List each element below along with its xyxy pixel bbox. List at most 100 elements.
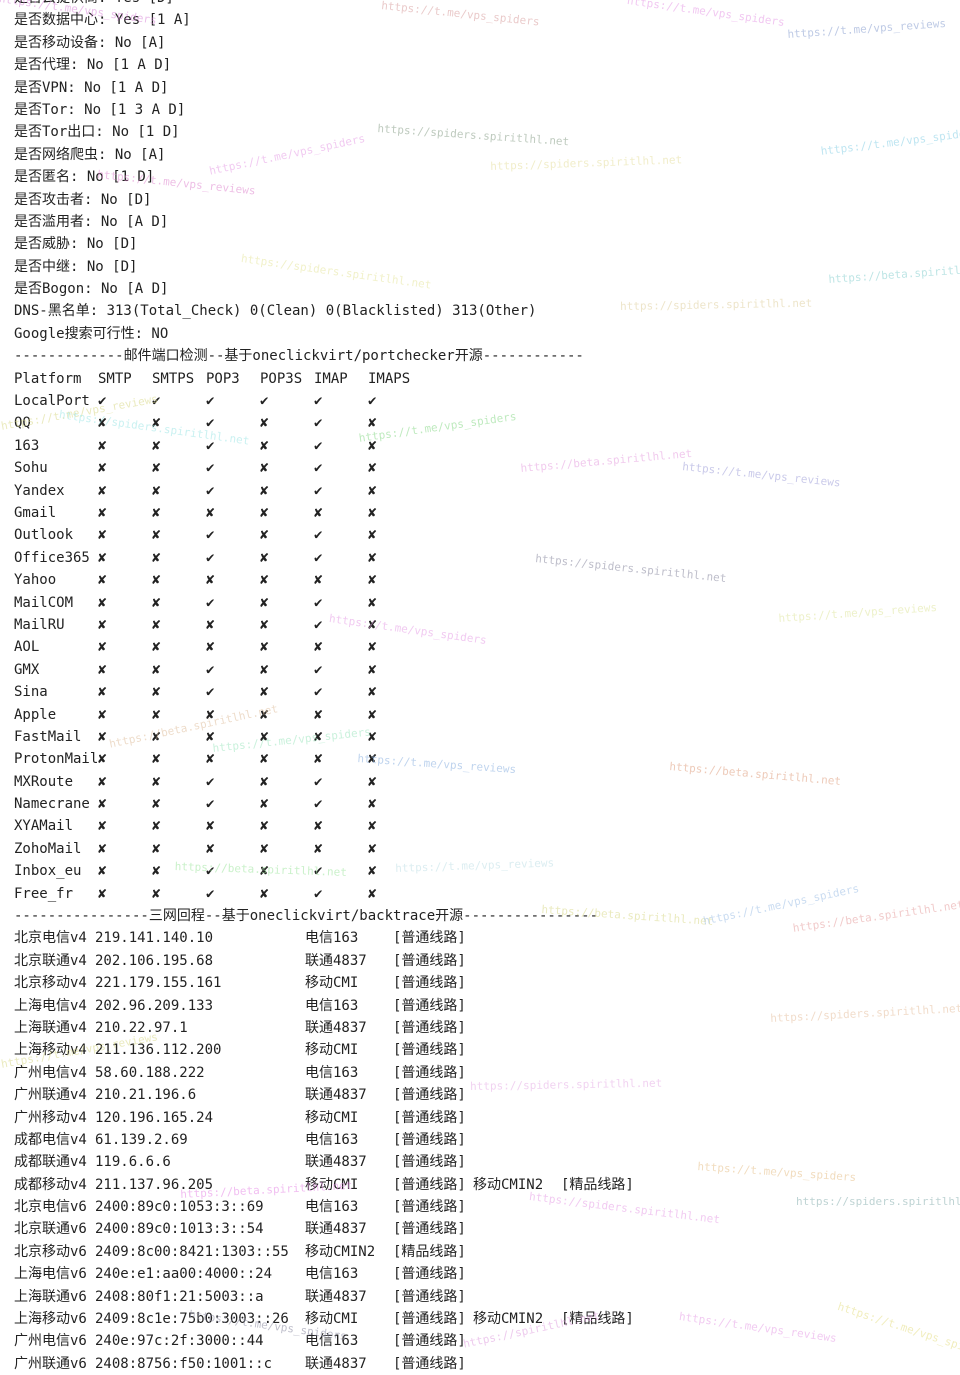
cross-icon: ✘ (206, 840, 215, 857)
backtrace-ip: 2400:89c0:1013:3::54 (95, 1221, 264, 1238)
backtrace-ip: 2408:8756:f50:1001::c (95, 1355, 273, 1372)
mail-table-row: Sohu✘✘✔✘✔✘ (14, 457, 954, 479)
backtrace-isp: 联通4837 (305, 1221, 367, 1238)
cross-icon: ✘ (260, 885, 269, 902)
backtrace-isp-secondary: 移动CMIN2 (473, 1311, 544, 1328)
backtrace-isp: 移动CMI (305, 1176, 359, 1193)
backtrace-place: 上海移动v4 (14, 1042, 87, 1059)
backtrace-place: 上海电信v6 (14, 1266, 87, 1283)
cross-icon: ✘ (368, 863, 377, 880)
cross-icon: ✘ (206, 572, 215, 589)
backtrace-place: 北京联通v4 (14, 952, 87, 969)
mail-table-row: Sina✘✘✔✘✔✘ (14, 681, 954, 703)
cross-icon: ✘ (260, 773, 269, 790)
backtrace-ip: 210.21.196.6 (95, 1087, 197, 1104)
check-icon: ✔ (206, 684, 215, 701)
cross-icon: ✘ (260, 818, 269, 835)
cross-icon: ✘ (206, 616, 215, 633)
cross-icon: ✘ (98, 482, 107, 499)
mail-platform-name: Free_fr (14, 885, 74, 902)
cross-icon: ✘ (314, 706, 323, 723)
backtrace-ip: 2409:8c00:8421:1303::55 (95, 1243, 289, 1260)
mail-platform-name: MailCOM (14, 594, 74, 611)
cross-icon: ✘ (368, 415, 377, 432)
cross-icon: ✘ (368, 773, 377, 790)
cross-icon: ✘ (368, 706, 377, 723)
cross-icon: ✘ (206, 728, 215, 745)
info-line: 是否攻击者: No [D] (14, 191, 152, 208)
cross-icon: ✘ (98, 549, 107, 566)
cross-icon: ✘ (368, 504, 377, 521)
cross-icon: ✘ (368, 549, 377, 566)
backtrace-place: 成都联通v4 (14, 1154, 87, 1171)
mail-platform-name: GMX (14, 661, 40, 678)
backtrace-isp: 联通4837 (305, 952, 367, 969)
check-icon: ✔ (152, 393, 161, 410)
cross-icon: ✘ (260, 684, 269, 701)
cross-icon: ✘ (152, 460, 161, 477)
mail-table-row: AOL✘✘✘✘✘✘ (14, 636, 954, 658)
cross-icon: ✘ (368, 594, 377, 611)
info-line: 是否滥用者: No [A D] (14, 213, 169, 230)
cross-icon: ✘ (260, 728, 269, 745)
ip-info-block: 是否云提供商: Yes [D]是否数据中心: Yes [1 A]是否移动设备: … (14, 0, 954, 345)
backtrace-ip: 61.139.2.69 (95, 1131, 188, 1148)
info-line: 是否云提供商: Yes [D] (14, 0, 954, 9)
mail-table-row: 163✘✘✔✘✔✘ (14, 435, 954, 457)
backtrace-place: 上海移动v6 (14, 1311, 87, 1328)
backtrace-isp: 联通4837 (305, 1087, 367, 1104)
cross-icon: ✘ (260, 863, 269, 880)
backtrace-place: 广州联通v4 (14, 1087, 87, 1104)
backtrace-isp: 电信163 (305, 1333, 359, 1350)
cross-icon: ✘ (98, 840, 107, 857)
mail-platform-name: AOL (14, 639, 40, 656)
backtrace-route: [普通线路] (393, 1019, 466, 1036)
mail-platform-name: QQ (14, 415, 31, 432)
backtrace-route: [普通线路] (393, 1064, 466, 1081)
check-icon: ✔ (206, 482, 215, 499)
mail-table-row: Yahoo✘✘✘✘✘✘ (14, 569, 954, 591)
cross-icon: ✘ (368, 661, 377, 678)
check-icon: ✔ (206, 437, 215, 454)
check-icon: ✔ (314, 549, 323, 566)
cross-icon: ✘ (368, 616, 377, 633)
cross-icon: ✘ (98, 616, 107, 633)
backtrace-ip: 119.6.6.6 (95, 1154, 171, 1171)
mail-header-cell: IMAPS (368, 370, 411, 387)
backtrace-route: [普通线路] (393, 1176, 466, 1193)
backtrace-ip: 240e:97c:2f:3000::44 (95, 1333, 264, 1350)
check-icon: ✔ (314, 527, 323, 544)
mail-platform-name: Yandex (14, 482, 65, 499)
mail-table-row: ProtonMail✘✘✘✘✘✘ (14, 748, 954, 770)
cross-icon: ✘ (152, 818, 161, 835)
backtrace-isp: 联通4837 (305, 1355, 367, 1372)
cross-icon: ✘ (152, 415, 161, 432)
cross-icon: ✘ (98, 415, 107, 432)
backtrace-isp: 电信163 (305, 1266, 359, 1283)
backtrace-isp: 电信163 (305, 1199, 359, 1216)
check-icon: ✔ (206, 661, 215, 678)
check-icon: ✔ (98, 393, 107, 410)
backtrace-place: 北京移动v6 (14, 1243, 87, 1260)
cross-icon: ✘ (152, 661, 161, 678)
check-icon: ✔ (260, 393, 269, 410)
backtrace-isp: 电信163 (305, 1064, 359, 1081)
check-icon: ✔ (314, 415, 323, 432)
check-icon: ✔ (314, 863, 323, 880)
cross-icon: ✘ (368, 527, 377, 544)
cross-icon: ✘ (260, 616, 269, 633)
cross-icon: ✘ (152, 863, 161, 880)
check-icon: ✔ (368, 393, 377, 410)
cross-icon: ✘ (98, 796, 107, 813)
cross-icon: ✘ (152, 728, 161, 745)
backtrace-route-secondary: [精品线路] (561, 1176, 634, 1193)
cross-icon: ✘ (98, 885, 107, 902)
cross-icon: ✘ (152, 504, 161, 521)
